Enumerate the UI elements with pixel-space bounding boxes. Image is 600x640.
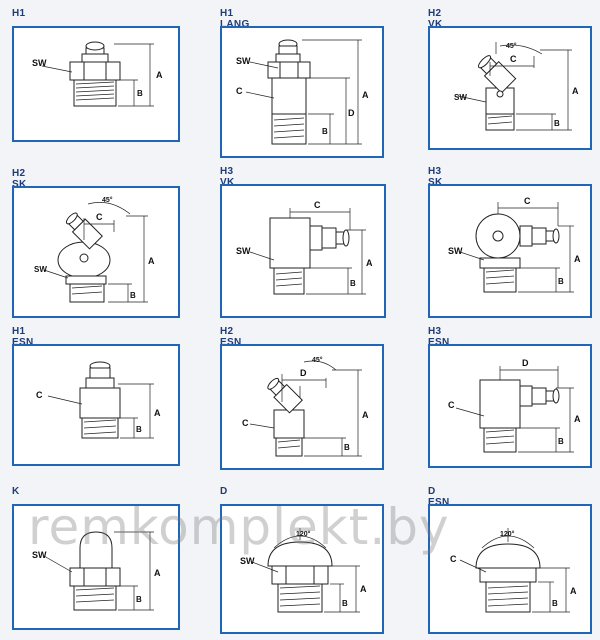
fitting-drawing-k: SW A B [32,531,161,611]
label-b: B [558,277,564,286]
label-a: A [362,90,369,100]
label-a: A [360,584,367,594]
fitting-drawing-h3-sk: C SW A B [448,196,581,293]
label-a: A [148,256,155,266]
label-c: C [236,86,243,96]
label-b: B [554,119,560,128]
fitting-drawing-h3-esn: D C A B [448,358,581,453]
label-b: B [130,291,136,300]
drawing-panel: SW A B [12,26,180,142]
fitting-title: H3 VK [220,166,235,188]
label-a: A [154,408,161,418]
drawing-panel: 45° C SW A B [428,26,592,150]
label-angle: 120° [296,530,311,538]
fitting-title: D ESN [428,486,450,508]
drawing-panel: 45° D C A B [220,344,384,470]
fitting-title: H1 LANG [220,8,250,30]
label-sw: SW [240,556,255,566]
label-sw: SW [454,93,467,102]
drawing-panel: D C A B [428,344,592,468]
label-sw: SW [32,550,47,560]
label-c: C [510,54,517,64]
label-a: A [156,70,163,80]
label-sw: SW [448,246,463,256]
drawing-panel: SW C A D B [220,26,384,158]
fitting-title: H1 [12,8,26,19]
drawing-panel: 120° SW A B [220,504,384,634]
fitting-drawing-h1-esn: C A B [36,361,161,439]
label-b: B [136,595,142,604]
label-b: B [350,279,356,288]
label-angle: 45° [102,196,113,204]
label-c: C [96,212,103,222]
label-c: C [314,200,321,210]
label-angle: 120° [500,530,515,538]
label-b: B [552,599,558,608]
label-sw: SW [34,265,47,274]
fitting-drawing-h2-vk: 45° C SW A B [454,42,579,131]
fitting-title: H1 ESN [12,326,34,348]
label-angle: 45° [506,42,517,50]
drawing-panel: 120° C A B [428,504,592,634]
drawing-panel: 45° C SW A B [12,186,180,318]
drawing-panel: C A B [12,344,180,466]
label-a: A [574,254,581,264]
label-c: C [242,418,249,428]
label-sw: SW [32,58,47,68]
fitting-drawing-h2-esn: 45° D C A B [242,356,369,457]
label-a: A [362,410,369,420]
drawing-panel: C SW A B [428,184,592,318]
label-sw: SW [236,56,251,66]
drawing-panel: SW A B [12,504,180,630]
label-c: C [36,390,43,400]
label-a: A [572,86,579,96]
label-a: A [574,414,581,424]
label-c: C [450,554,457,564]
label-a: A [366,258,373,268]
drawing-panel: C SW A B [220,184,386,318]
label-c: C [448,400,455,410]
label-angle: 45° [312,356,323,364]
fitting-title: H2 VK [428,8,443,30]
fitting-drawing-d: 120° SW A B [240,528,367,613]
fitting-drawing-d-esn: 120° C A B [450,528,577,613]
fitting-drawing-h1-lang: SW C A D B [236,39,369,145]
label-b: B [558,437,564,446]
fitting-drawing-h3-vk: C SW A B [236,200,373,295]
label-b: B [136,425,142,434]
label-b: B [344,443,350,452]
label-sw: SW [236,246,251,256]
label-b: B [322,127,328,136]
label-d: D [522,358,529,368]
label-a: A [570,586,577,596]
fitting-title: H3 SK [428,166,443,188]
fitting-title: D [220,486,228,497]
fitting-title: H2 SK [12,168,27,190]
fitting-drawing-h2-sk: 45° C SW A B [34,196,155,303]
fitting-drawing-h1: SW A B [32,41,163,107]
label-c: C [524,196,531,206]
fitting-title: K [12,486,20,497]
label-d: D [348,108,355,118]
label-a: A [154,568,161,578]
fitting-title: H2 ESN [220,326,242,348]
fitting-title: H3 ESN [428,326,450,348]
label-b: B [342,599,348,608]
label-d: D [300,368,307,378]
label-b: B [137,89,143,98]
